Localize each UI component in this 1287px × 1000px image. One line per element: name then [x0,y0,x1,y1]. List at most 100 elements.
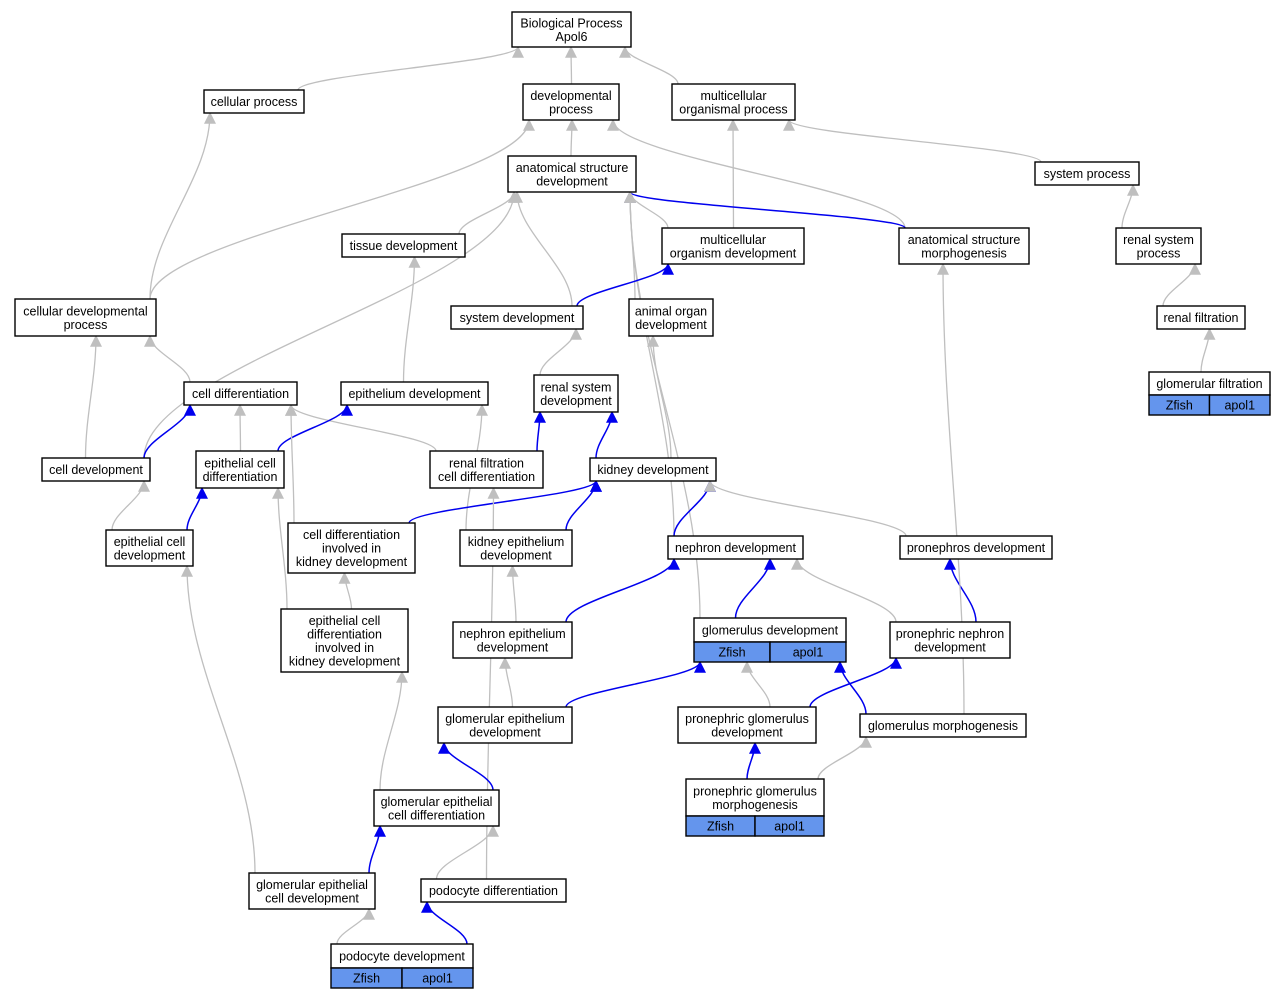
node-label: Apol6 [556,30,588,44]
is-a-edge [511,190,573,307]
node-label: epithelial cell [204,456,276,470]
is-a-edge [338,571,353,610]
node-box [667,535,804,560]
node-label: nephron development [675,541,796,555]
node-box [1115,227,1202,265]
node-label: cellular developmental [23,304,147,318]
node-label: multicellular [701,89,767,103]
node-label: developmental [530,89,611,103]
go-term-node[interactable]: cell development [41,457,151,482]
node-box [14,298,157,337]
node-label: Biological Process [520,16,622,30]
go-term-node[interactable]: podocyte differentiation [420,878,567,903]
node-label: development [536,174,608,188]
node-box [280,608,409,673]
go-term-node[interactable]: glomerulus morphogenesis [859,713,1027,738]
is-a-edge [619,45,679,85]
go-term-node[interactable]: pronephros development [899,535,1053,560]
go-term-node[interactable]: system development [450,305,584,330]
is-a-edge [379,670,408,791]
go-term-node[interactable]: system process [1034,161,1140,186]
is-a-edge [506,564,519,623]
annotation-cell [769,641,847,663]
go-term-node[interactable]: renal filtration [1156,305,1246,330]
node-box [661,227,805,265]
node-label: glomerulus morphogenesis [868,719,1018,733]
go-term-node[interactable]: cellular process [203,89,305,114]
node-box [899,535,1053,560]
part-of-edge [834,660,867,715]
node-label: pronephric glomerulus [685,712,809,726]
node-box [522,83,620,121]
part-of-edge [277,403,353,452]
annotation-label: Zfish [718,646,745,660]
edges-layer [84,45,1216,945]
node-box [693,617,847,643]
is-a-edge [272,486,288,610]
is-a-edge [727,118,740,229]
is-a-edge [1121,183,1139,229]
go-term-node[interactable]: cell differentiation [183,381,298,406]
go-term-node[interactable]: tissue development [341,233,466,258]
node-label: epithelium development [348,387,481,401]
go-term-node[interactable]: nephron development [667,535,804,560]
part-of-edge [533,410,546,452]
node-box [373,789,500,827]
is-a-edge [285,403,437,452]
node-label: nephron epithelium [459,627,565,641]
is-a-edge [783,118,1042,163]
part-of-edge [438,741,494,791]
is-a-edge [741,660,771,708]
part-of-edge [746,741,761,780]
node-box [341,233,466,258]
is-a-edge [704,479,907,537]
go-term-node[interactable]: epithelium development [340,381,489,406]
is-a-edge [149,118,535,300]
node-label: morphogenesis [921,246,1006,260]
node-box [287,522,416,574]
node-label: glomerular filtration [1156,377,1262,391]
is-a-edge [791,557,897,623]
node-box [105,529,194,567]
node-box [452,621,573,659]
node-label: cell development [265,891,359,905]
go-term-node[interactable]: kidney development [589,457,717,482]
is-a-edge [297,45,524,91]
node-box [685,778,825,817]
node-label: development [635,318,707,332]
is-a-edge [149,111,216,300]
part-of-edge [944,557,977,623]
is-a-edge [181,564,256,874]
node-label: cell differentiation [438,470,535,484]
node-label: renal system [541,380,612,394]
node-box [195,450,285,489]
node-label: development [711,725,783,739]
node-box [340,381,489,406]
